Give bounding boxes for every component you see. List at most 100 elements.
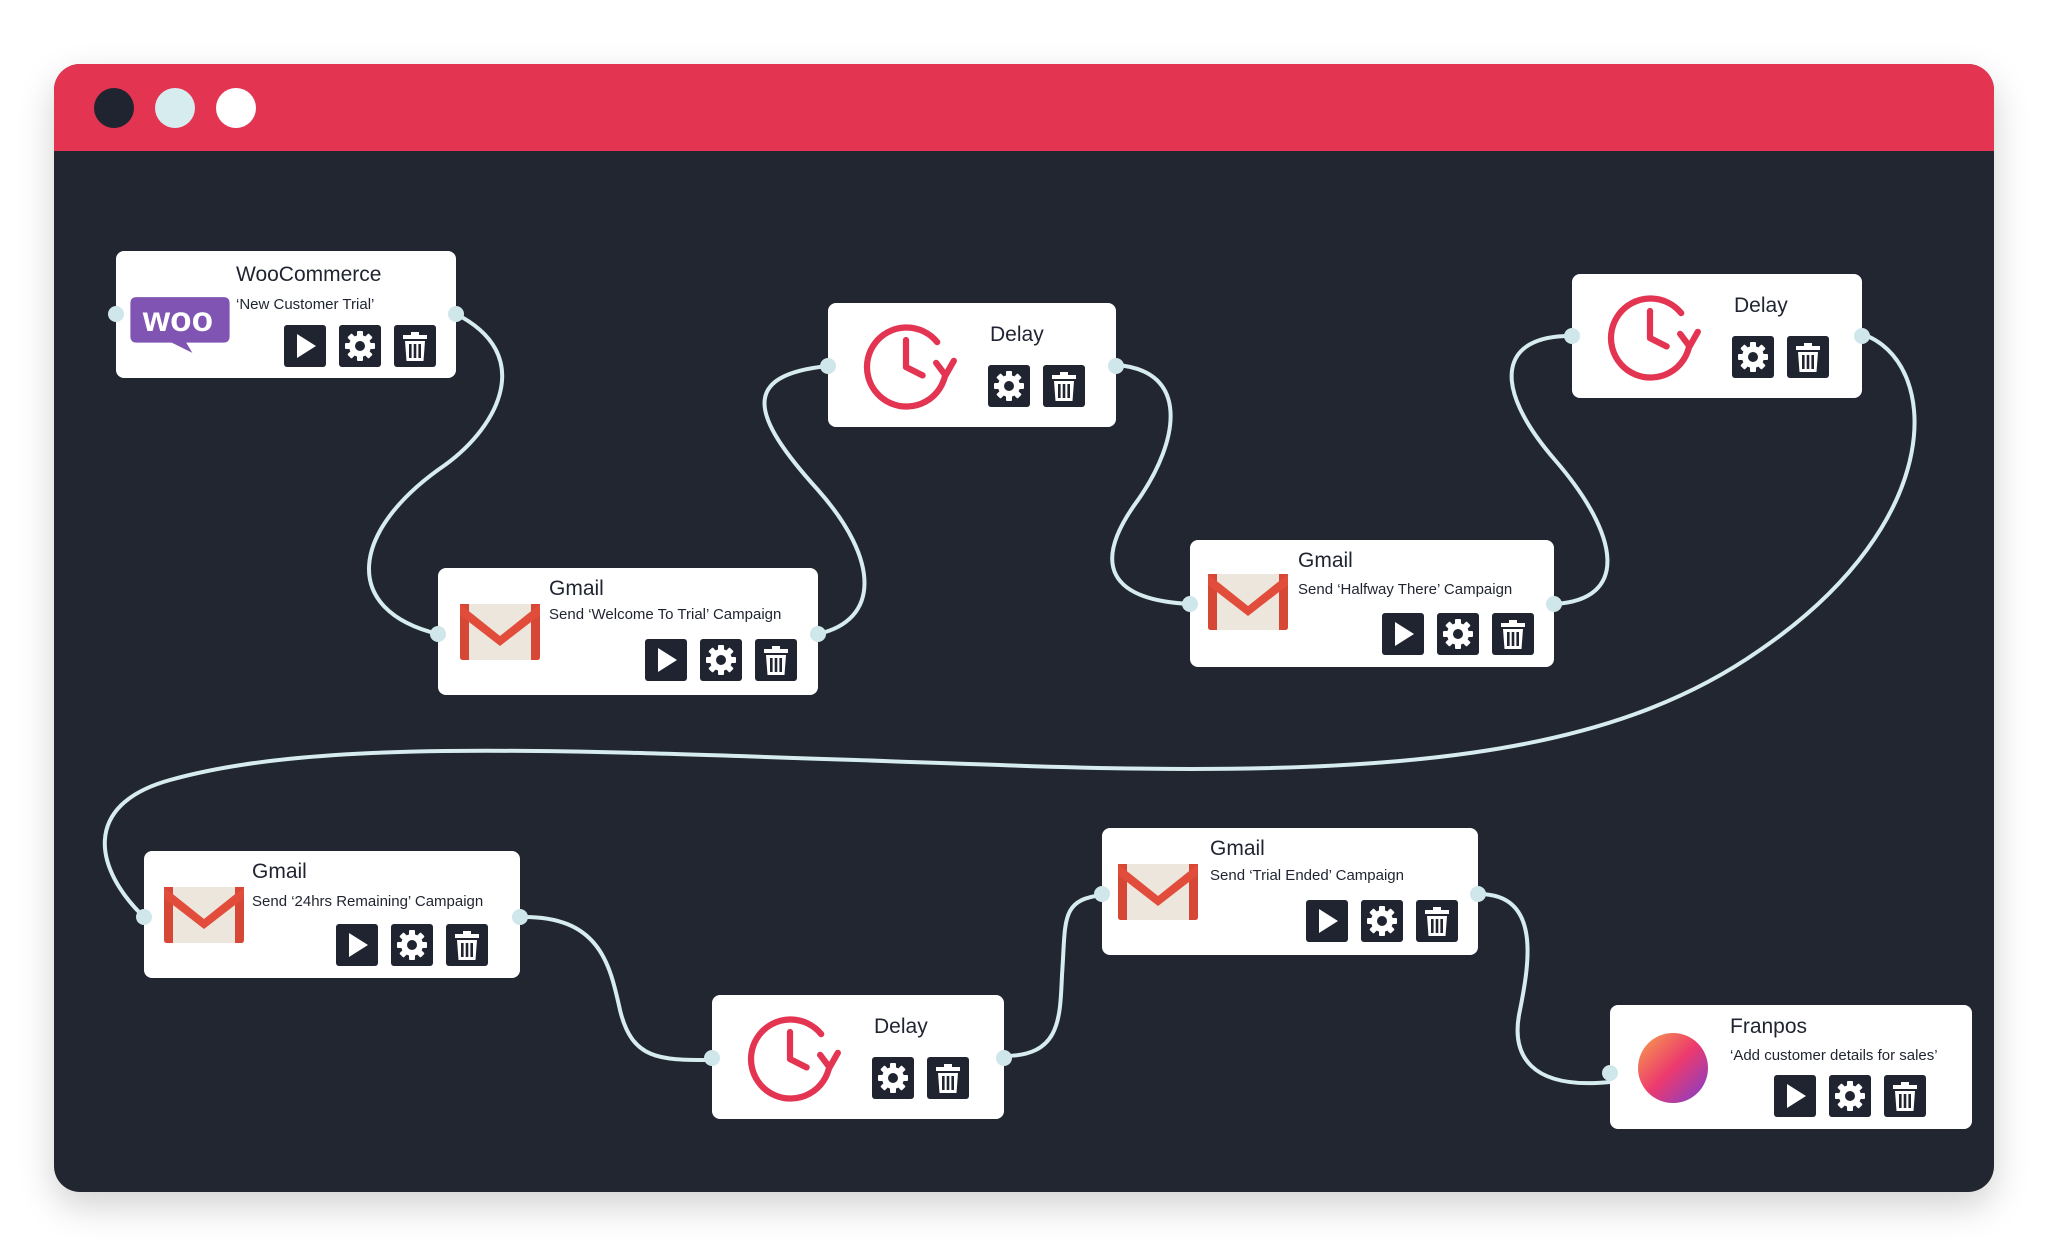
settings-button[interactable] bbox=[988, 365, 1030, 407]
input-port[interactable] bbox=[1602, 1065, 1618, 1081]
settings-button[interactable] bbox=[1829, 1075, 1871, 1117]
node-title: Gmail bbox=[549, 577, 604, 600]
play-icon bbox=[1306, 900, 1348, 942]
output-port[interactable] bbox=[1470, 886, 1486, 902]
settings-button[interactable] bbox=[700, 639, 742, 681]
gmail-icon bbox=[162, 883, 246, 947]
node-title: Gmail bbox=[1210, 837, 1265, 860]
node-gmail-halfway[interactable]: Gmail Send ‘Halfway There’ Campaign bbox=[1182, 540, 1562, 667]
delete-button[interactable] bbox=[1884, 1075, 1926, 1117]
gmail-icon bbox=[1206, 570, 1290, 634]
run-button[interactable] bbox=[1382, 613, 1424, 655]
node-franpos[interactable]: Franpos ‘Add customer details for sales’ bbox=[1602, 1005, 1972, 1129]
delete-button[interactable] bbox=[755, 639, 797, 681]
node-title: Delay bbox=[1734, 294, 1788, 317]
node-title: WooCommerce bbox=[236, 263, 382, 286]
settings-button[interactable] bbox=[872, 1057, 914, 1099]
run-button[interactable] bbox=[1774, 1075, 1816, 1117]
gear-icon bbox=[1732, 336, 1774, 378]
node-title: Delay bbox=[874, 1015, 928, 1038]
delete-button[interactable] bbox=[1787, 336, 1829, 378]
svg-text:woo: woo bbox=[142, 300, 213, 339]
node-delay-2[interactable]: Delay bbox=[1564, 274, 1870, 398]
input-port[interactable] bbox=[820, 358, 836, 374]
node-delay-3[interactable]: Delay bbox=[704, 995, 1012, 1119]
play-icon bbox=[1774, 1075, 1816, 1117]
trash-icon bbox=[446, 924, 488, 966]
input-port[interactable] bbox=[108, 306, 124, 322]
play-icon bbox=[1382, 613, 1424, 655]
trash-icon bbox=[927, 1057, 969, 1099]
node-subtitle: Send ‘Trial Ended’ Campaign bbox=[1210, 867, 1404, 884]
settings-button[interactable] bbox=[339, 325, 381, 367]
play-icon bbox=[284, 325, 326, 367]
delay-clock-icon bbox=[854, 313, 958, 417]
delete-button[interactable] bbox=[394, 325, 436, 367]
delete-button[interactable] bbox=[446, 924, 488, 966]
trash-icon bbox=[1787, 336, 1829, 378]
node-woocommerce[interactable]: woo WooCommerce ‘New Customer Trial’ bbox=[108, 251, 464, 378]
title-bar bbox=[54, 64, 1994, 151]
delete-button[interactable] bbox=[1416, 900, 1458, 942]
gear-icon bbox=[700, 639, 742, 681]
input-port[interactable] bbox=[136, 909, 152, 925]
node-subtitle: ‘Add customer details for sales’ bbox=[1730, 1047, 1938, 1064]
delete-button[interactable] bbox=[1492, 613, 1534, 655]
input-port[interactable] bbox=[1094, 886, 1110, 902]
minimize-window-button[interactable] bbox=[155, 88, 195, 128]
node-delay-1[interactable]: Delay bbox=[820, 303, 1124, 427]
output-port[interactable] bbox=[448, 306, 464, 322]
node-title: Gmail bbox=[1298, 549, 1353, 572]
delay-clock-icon bbox=[738, 1005, 842, 1109]
settings-button[interactable] bbox=[1437, 613, 1479, 655]
close-window-button[interactable] bbox=[94, 88, 134, 128]
trash-icon bbox=[755, 639, 797, 681]
play-icon bbox=[336, 924, 378, 966]
output-port[interactable] bbox=[512, 909, 528, 925]
gear-icon bbox=[988, 365, 1030, 407]
woocommerce-logo: woo bbox=[128, 293, 232, 355]
gear-icon bbox=[1361, 900, 1403, 942]
node-gmail-trial-ended[interactable]: Gmail Send ‘Trial Ended’ Campaign bbox=[1094, 828, 1486, 955]
node-gmail-24hrs[interactable]: Gmail Send ‘24hrs Remaining’ Campaign bbox=[136, 851, 528, 978]
run-button[interactable] bbox=[284, 325, 326, 367]
trash-icon bbox=[1043, 365, 1085, 407]
gear-icon bbox=[339, 325, 381, 367]
output-port[interactable] bbox=[996, 1050, 1012, 1066]
node-title: Franpos bbox=[1730, 1015, 1808, 1038]
settings-button[interactable] bbox=[391, 924, 433, 966]
settings-button[interactable] bbox=[1732, 336, 1774, 378]
trash-icon bbox=[394, 325, 436, 367]
trash-icon bbox=[1884, 1075, 1926, 1117]
gear-icon bbox=[391, 924, 433, 966]
input-port[interactable] bbox=[1564, 328, 1580, 344]
franpos-logo bbox=[1638, 1033, 1708, 1103]
node-gmail-welcome[interactable]: Gmail Send ‘Welcome To Trial’ Campaign bbox=[430, 568, 826, 695]
node-subtitle: ‘New Customer Trial’ bbox=[236, 296, 375, 313]
node-title: Gmail bbox=[252, 860, 307, 883]
run-button[interactable] bbox=[645, 639, 687, 681]
delete-button[interactable] bbox=[1043, 365, 1085, 407]
gear-icon bbox=[1829, 1075, 1871, 1117]
output-port[interactable] bbox=[1108, 358, 1124, 374]
delete-button[interactable] bbox=[927, 1057, 969, 1099]
input-port[interactable] bbox=[1182, 596, 1198, 612]
node-subtitle: Send ‘24hrs Remaining’ Campaign bbox=[252, 893, 484, 910]
output-port[interactable] bbox=[1854, 328, 1870, 344]
run-button[interactable] bbox=[336, 924, 378, 966]
input-port[interactable] bbox=[704, 1050, 720, 1066]
output-port[interactable] bbox=[810, 626, 826, 642]
delay-clock-icon bbox=[1598, 284, 1702, 388]
trash-icon bbox=[1416, 900, 1458, 942]
node-subtitle: Send ‘Halfway There’ Campaign bbox=[1298, 581, 1513, 598]
maximize-window-button[interactable] bbox=[216, 88, 256, 128]
gmail-icon bbox=[1116, 860, 1200, 924]
input-port[interactable] bbox=[430, 626, 446, 642]
trash-icon bbox=[1492, 613, 1534, 655]
node-subtitle: Send ‘Welcome To Trial’ Campaign bbox=[549, 606, 782, 623]
run-button[interactable] bbox=[1306, 900, 1348, 942]
output-port[interactable] bbox=[1546, 596, 1562, 612]
settings-button[interactable] bbox=[1361, 900, 1403, 942]
gear-icon bbox=[872, 1057, 914, 1099]
play-icon bbox=[645, 639, 687, 681]
